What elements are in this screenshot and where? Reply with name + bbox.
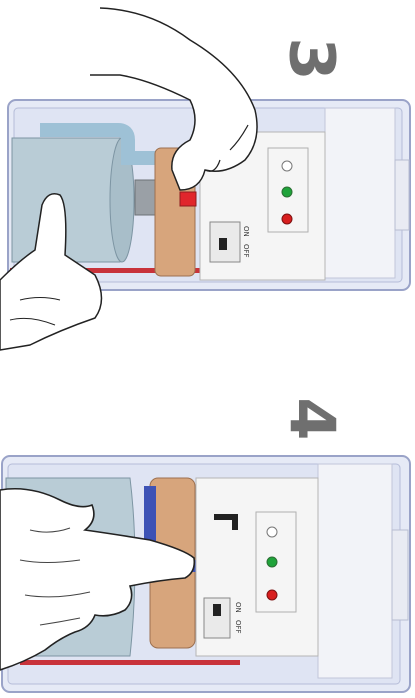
switch-toggle: [219, 238, 227, 250]
led-red: [282, 214, 292, 224]
end-cap: [318, 464, 392, 678]
led-red: [267, 590, 277, 600]
red-strip: [20, 660, 240, 665]
led-white: [282, 161, 292, 171]
valve-plug: [180, 192, 196, 206]
led-white: [267, 527, 277, 537]
switch-label-off: OFF: [242, 244, 250, 258]
step-3-panel: 3 ON OFF: [0, 0, 415, 360]
end-cap: [325, 108, 395, 278]
switch-label-on: ON: [234, 602, 242, 613]
led-green: [267, 557, 277, 567]
end-cap-tab: [395, 160, 409, 230]
switch-toggle: [213, 604, 221, 616]
step-4-panel: 4 ON OFF: [0, 360, 415, 698]
switch-label-off: OFF: [234, 620, 242, 634]
switch-label-on: ON: [242, 226, 250, 237]
end-cap-tab: [392, 530, 408, 620]
led-green: [282, 187, 292, 197]
step-3-illustration: [0, 0, 415, 360]
switch-indicator-bar: [232, 514, 238, 530]
step-4-illustration: [0, 360, 415, 698]
